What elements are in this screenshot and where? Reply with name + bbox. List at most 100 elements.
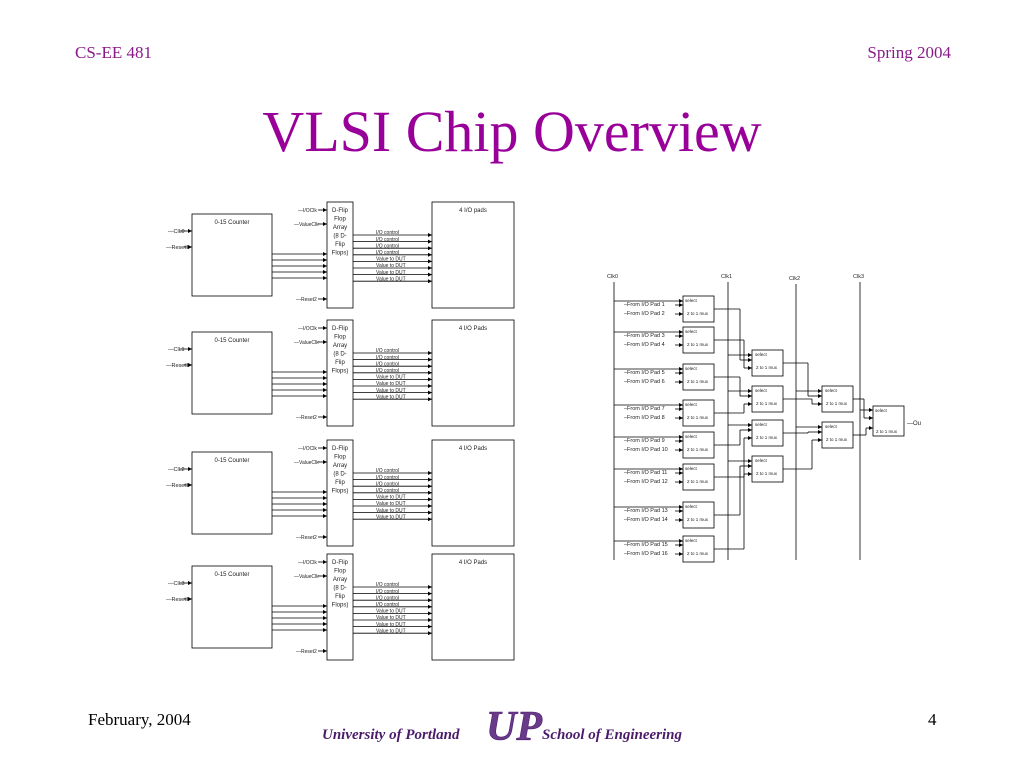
pads-label: 4 I/O Pads <box>459 326 487 332</box>
clk-label: —Clk0 <box>168 229 185 235</box>
reset2-label: —Reset2 <box>296 415 317 421</box>
signal-label: I/O control <box>376 355 399 361</box>
ff-label: Flops) <box>332 603 349 609</box>
clk-label: —Clk3 <box>168 581 185 587</box>
counter-block <box>191 331 273 415</box>
ff-input-label: —I/OClk <box>298 446 317 452</box>
signal-label: Value to DUT <box>376 381 406 387</box>
ff-label: Array <box>333 463 347 469</box>
ff-label: Array <box>333 225 347 231</box>
signal-label: I/O control <box>376 475 399 481</box>
ff-input-label: —ValueClk <box>294 460 319 466</box>
flip-flop-array-block <box>326 319 354 427</box>
signal-label: Value to DUT <box>376 495 406 501</box>
mux-level1-5: select 2 to 1 mux <box>682 463 715 491</box>
clock-label: Clk1 <box>721 274 732 280</box>
ff-input-label: —I/OClk <box>298 208 317 214</box>
footer-date: February, 2004 <box>88 710 191 729</box>
mux-block <box>751 419 784 447</box>
counter-label: 0-15 Counter <box>214 220 249 226</box>
footer-page-number: 4 <box>928 710 937 729</box>
ff-label: Flop <box>334 569 346 575</box>
flip-flop-array-block <box>326 439 354 547</box>
mux-input-label: –From I/O Pad 10 <box>624 447 668 453</box>
mux-input-label: –From I/O Pad 14 <box>624 517 668 523</box>
signal-label: I/O control <box>376 468 399 474</box>
ff-label: Flop <box>334 455 346 461</box>
ff-input-label: —I/OClk <box>298 326 317 332</box>
signal-label: Value to DUT <box>376 628 406 634</box>
mux-input-label: –From I/O Pad 4 <box>624 342 665 348</box>
mux-block <box>821 421 854 449</box>
mux-label: 2 to 1 mux <box>687 551 709 556</box>
module-2: —Clk2 —Reset1 0-15 Counter —I/OClk —ValueClk… <box>166 439 515 547</box>
ff-label: Array <box>333 577 347 583</box>
signal-label: Value to DUT <box>376 609 406 615</box>
reset-label: —Reset1 <box>166 483 189 489</box>
ff-label: Flip <box>335 360 345 366</box>
mux-level1-7: select 2 to 1 mux <box>682 535 715 563</box>
mux-select-label: select <box>685 504 698 509</box>
pads-label: 4 I/O Pads <box>459 560 487 566</box>
mux-select-label: select <box>825 424 838 429</box>
mux-label: 2 to 1 mux <box>687 415 709 420</box>
ff-label: (8 D- <box>333 352 346 358</box>
mux-label: 2 to 1 mux <box>687 379 709 384</box>
signal-label: I/O control <box>376 488 399 494</box>
mux-input-label: –From I/O Pad 2 <box>624 311 665 317</box>
mux-select-label: select <box>685 298 698 303</box>
counter-label: 0-15 Counter <box>214 338 249 344</box>
mux-select-label: select <box>685 538 698 543</box>
signal-label: Value to DUT <box>376 388 406 394</box>
clk-label: —Clk2 <box>168 467 185 473</box>
mux-input-label: –From I/O Pad 13 <box>624 508 668 514</box>
ff-label: D-Flip <box>332 446 349 452</box>
mux-input-label: –From I/O Pad 1 <box>624 302 665 308</box>
mux-input-label: –From I/O Pad 15 <box>624 542 668 548</box>
left-diagram: —Clk0 —Reset1 0-15 Counter —I/OClk —ValueClk… <box>166 201 515 661</box>
ff-label: Flop <box>334 217 346 223</box>
mux-input-label: –From I/O Pad 7 <box>624 406 665 412</box>
signal-label: Value to DUT <box>376 257 406 263</box>
mux-label: 2 to 1 mux <box>687 517 709 522</box>
io-pads-block <box>431 553 515 661</box>
io-pads-block <box>431 439 515 547</box>
pads-label: 4 I/O pads <box>459 208 487 214</box>
ff-label: Flops) <box>332 251 349 257</box>
io-pads-block <box>431 319 515 427</box>
ff-label: Array <box>333 343 347 349</box>
mux-label: 2 to 1 mux <box>826 401 848 406</box>
reset-label: —Reset1 <box>166 363 189 369</box>
mux-select-label: select <box>685 466 698 471</box>
ff-input-label: —ValueClk <box>294 340 319 346</box>
signal-label: Value to DUT <box>376 501 406 507</box>
counter-label: 0-15 Counter <box>214 458 249 464</box>
ff-label: Flops) <box>332 489 349 495</box>
ff-label: D-Flip <box>332 560 349 566</box>
clock-label: Clk0 <box>607 274 618 280</box>
ff-label: Flops) <box>332 369 349 375</box>
mux-label: 2 to 1 mux <box>687 311 709 316</box>
mux-label: 2 to 1 mux <box>756 401 778 406</box>
ff-input-label: —I/OClk <box>298 560 317 566</box>
clock-label: Clk2 <box>789 276 800 282</box>
counter-block <box>191 213 273 297</box>
signal-label: Value to DUT <box>376 263 406 269</box>
signal-label: I/O control <box>376 589 399 595</box>
signal-label: Value to DUT <box>376 276 406 282</box>
mux-select-label: select <box>755 352 768 357</box>
mux-label: 2 to 1 mux <box>687 479 709 484</box>
mux-select-label: select <box>685 329 698 334</box>
signal-label: I/O control <box>376 595 399 601</box>
mux-block <box>821 385 854 413</box>
